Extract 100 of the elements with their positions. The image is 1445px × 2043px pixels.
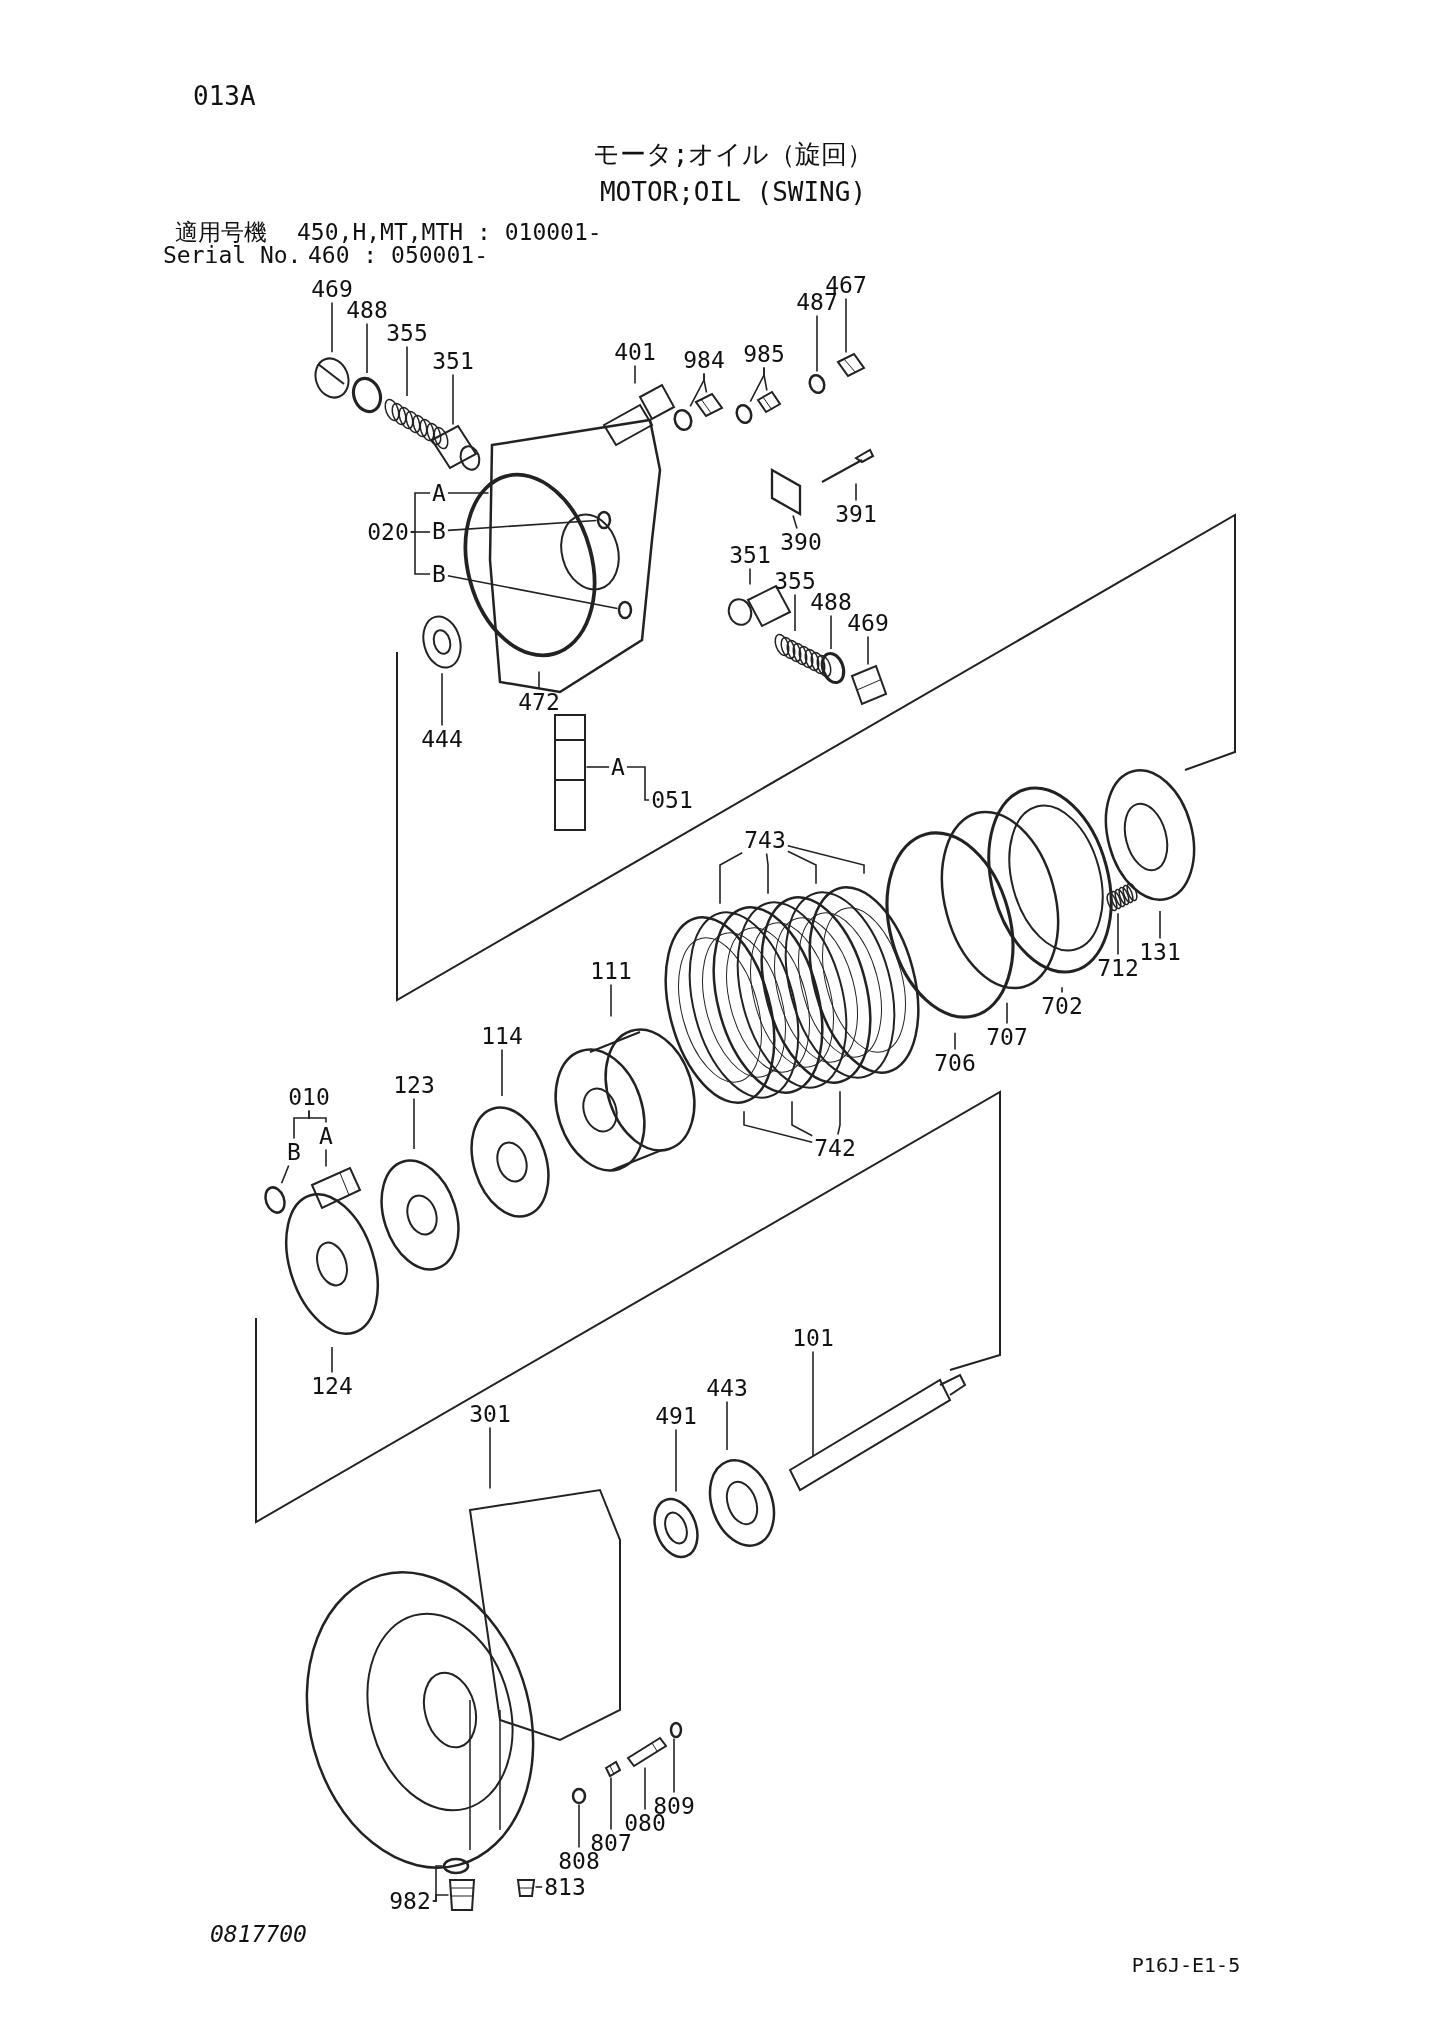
leader-line — [501, 1048, 503, 1097]
leader-line — [538, 670, 540, 690]
leader-line — [452, 373, 454, 426]
callout-number: 472 — [518, 690, 560, 714]
letter-mark: B — [432, 562, 446, 586]
callout-number: 351 — [432, 349, 474, 373]
leader-line — [634, 364, 636, 385]
leader-line — [325, 1148, 327, 1168]
leader-line — [792, 514, 798, 530]
friction-plate-drawing — [808, 886, 920, 1074]
leader-line — [765, 852, 769, 895]
leader-line — [1159, 910, 1161, 940]
diagram-subtitle: MOTOR;OIL (SWING) — [599, 179, 867, 205]
callout-number: 491 — [655, 1404, 697, 1428]
bolt-drawing — [602, 383, 676, 447]
bolt-drawing — [821, 448, 875, 483]
plug-drawing — [314, 357, 350, 399]
cylinder-block-drawing — [554, 1028, 696, 1172]
leader-line — [787, 850, 817, 885]
pin-drawing — [626, 1736, 668, 1768]
leader-line — [489, 1426, 491, 1490]
leader-line — [787, 845, 865, 875]
callout-number: 707 — [986, 1025, 1028, 1049]
callout-number: 114 — [481, 1024, 523, 1048]
leader-line — [812, 1350, 814, 1458]
leader-line — [410, 531, 431, 575]
friction-plate-drawing — [760, 896, 872, 1084]
serial-heading: Serial No. — [163, 243, 302, 267]
letter-mark: A — [611, 755, 625, 779]
leader-line — [1006, 1001, 1008, 1025]
leader-line — [855, 482, 857, 502]
spool-drawing — [554, 714, 586, 831]
callout-number: 742 — [814, 1136, 856, 1160]
leader-line — [703, 372, 708, 394]
pin-drawing — [617, 600, 633, 620]
leader-line — [816, 314, 818, 373]
callout-number: 355 — [386, 321, 428, 345]
housing-drawing — [488, 418, 662, 694]
leader-line — [1061, 986, 1063, 994]
callout-number: 301 — [469, 1402, 511, 1426]
leader-line — [749, 567, 751, 586]
leader-line — [413, 1097, 415, 1150]
plate-drawing — [784, 891, 896, 1079]
serial-heading: 適用号機 — [175, 220, 267, 244]
spring-drawing — [1106, 882, 1138, 912]
piston-drawing — [310, 1166, 362, 1210]
friction-plate-drawing — [664, 916, 776, 1104]
plate-drawing — [770, 468, 802, 516]
o-ring-drawing — [463, 472, 597, 658]
letter-mark: B — [287, 1140, 301, 1164]
callout-number: 488 — [810, 590, 852, 614]
leader-line — [763, 366, 768, 392]
seal-drawing — [653, 1497, 699, 1559]
leader-line — [331, 1346, 333, 1374]
o-ring-drawing — [442, 1857, 470, 1875]
ring-drawing — [940, 810, 1060, 990]
callout-number: 010 — [288, 1085, 330, 1109]
page-code: 013A — [193, 83, 256, 109]
callout-number: 111 — [590, 959, 632, 983]
callout-number: 444 — [421, 727, 463, 751]
plug-drawing — [448, 1879, 476, 1911]
leader-line — [366, 322, 368, 374]
callout-number: 469 — [847, 611, 889, 635]
plug-drawing — [836, 352, 866, 378]
leader-line — [432, 1894, 450, 1902]
callout-number: 123 — [393, 1073, 435, 1097]
friction-plate-drawing — [712, 906, 824, 1094]
callout-number: 706 — [934, 1051, 976, 1075]
leader-line — [675, 1428, 677, 1493]
leader-line — [441, 672, 443, 727]
letter-mark: A — [432, 481, 446, 505]
callout-number: 351 — [729, 543, 771, 567]
o-ring-drawing — [673, 408, 693, 432]
leader-line — [331, 301, 333, 353]
shaft-drawing — [788, 1373, 967, 1492]
callout-number: 743 — [744, 828, 786, 852]
o-ring-drawing — [351, 376, 383, 414]
callout-number: 443 — [706, 1376, 748, 1400]
plate-drawing — [470, 1106, 550, 1218]
bearing-drawing — [708, 1459, 776, 1547]
drawing-number: 0817700 — [210, 1922, 307, 1946]
leader-line — [1117, 912, 1119, 956]
leader-line — [610, 1776, 612, 1831]
letter-mark: B — [432, 519, 446, 543]
diagram-title: モータ;オイル（旋回） — [592, 141, 874, 167]
plug-drawing — [850, 664, 888, 706]
callout-number: 712 — [1097, 956, 1139, 980]
callout-number: 355 — [774, 569, 816, 593]
leader-line — [673, 1737, 675, 1794]
bearing-drawing — [422, 615, 462, 669]
callout-number: 391 — [835, 502, 877, 526]
leader-line — [534, 1886, 543, 1888]
leader-line — [867, 635, 869, 666]
callout-number: 813 — [544, 1875, 586, 1899]
callout-number: 131 — [1139, 940, 1181, 964]
letter-mark: A — [319, 1124, 333, 1148]
leader-line — [626, 766, 650, 801]
leader-line — [837, 1090, 841, 1136]
page-number: P16J-E1-5 — [1131, 1955, 1241, 1975]
callout-number: 051 — [651, 788, 693, 812]
